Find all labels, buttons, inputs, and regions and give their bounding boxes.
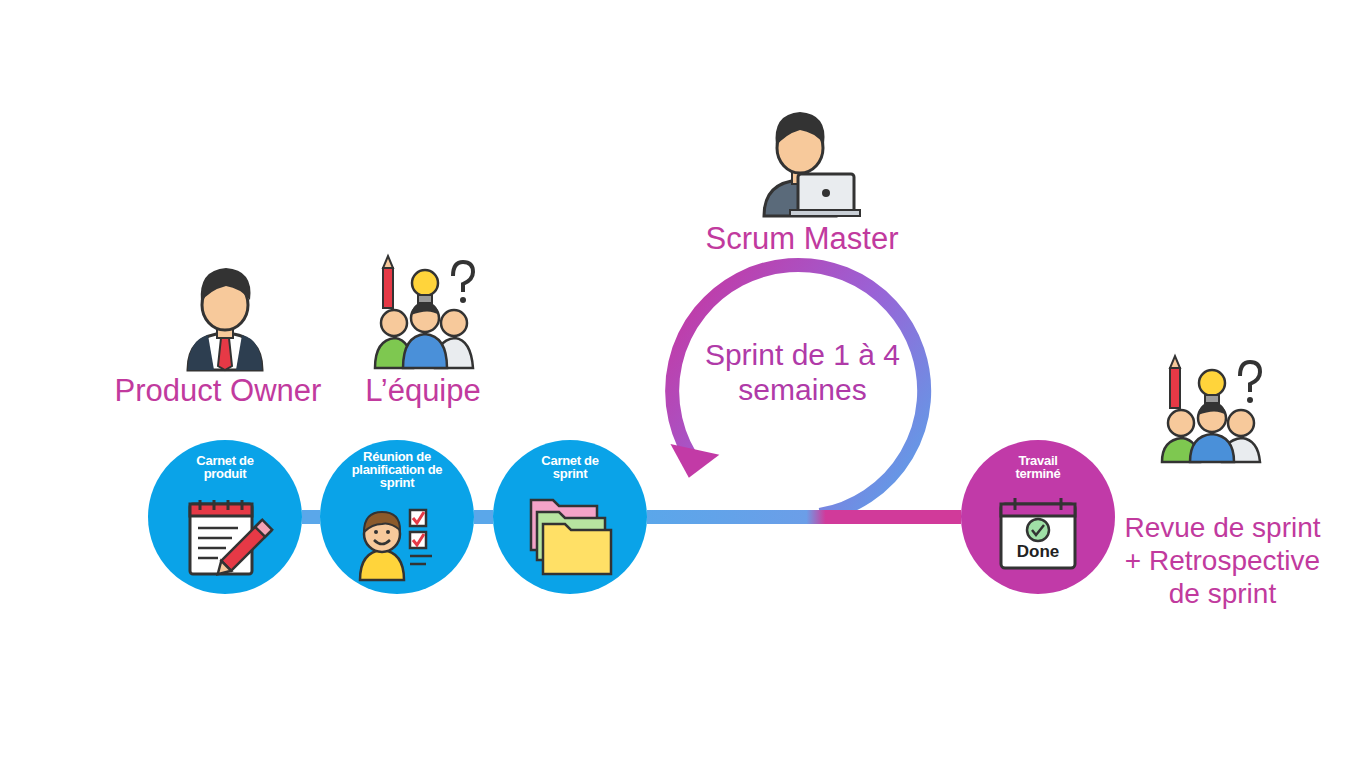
node-title: Réunion de planification de sprint: [349, 450, 445, 489]
scrum-master-icon: [764, 112, 860, 216]
role-label: L’équipe: [323, 372, 523, 409]
done-circle: Travail terminé: [961, 440, 1115, 594]
node-title: Carnet de produit: [182, 454, 268, 480]
node-title: Carnet de sprint: [530, 454, 610, 480]
node-title: Travail terminé: [1003, 454, 1073, 480]
loop-arrowhead: [665, 444, 719, 482]
product-owner-icon: [188, 268, 262, 370]
calendar-text: Done: [1003, 542, 1073, 562]
flow-line: [474, 510, 493, 524]
role-label: Scrum Master: [672, 220, 932, 257]
sprint-loop: [672, 265, 924, 515]
sprint-duration: Sprint de 1 à 4 semaines: [695, 337, 910, 407]
planning-circle: Réunion de planification de sprint: [320, 440, 474, 594]
team-icon: [375, 256, 473, 368]
backlog-circle: Carnet de produit: [148, 440, 302, 594]
flow-line: [647, 510, 961, 524]
sprint-backlog-circle: Carnet de sprint: [493, 440, 647, 594]
ceremony-label: Revue de sprint + Retrospective de sprin…: [1120, 511, 1325, 610]
team-icon: [1162, 356, 1260, 462]
flow-line: [302, 510, 320, 524]
role-label: Product Owner: [68, 372, 368, 409]
